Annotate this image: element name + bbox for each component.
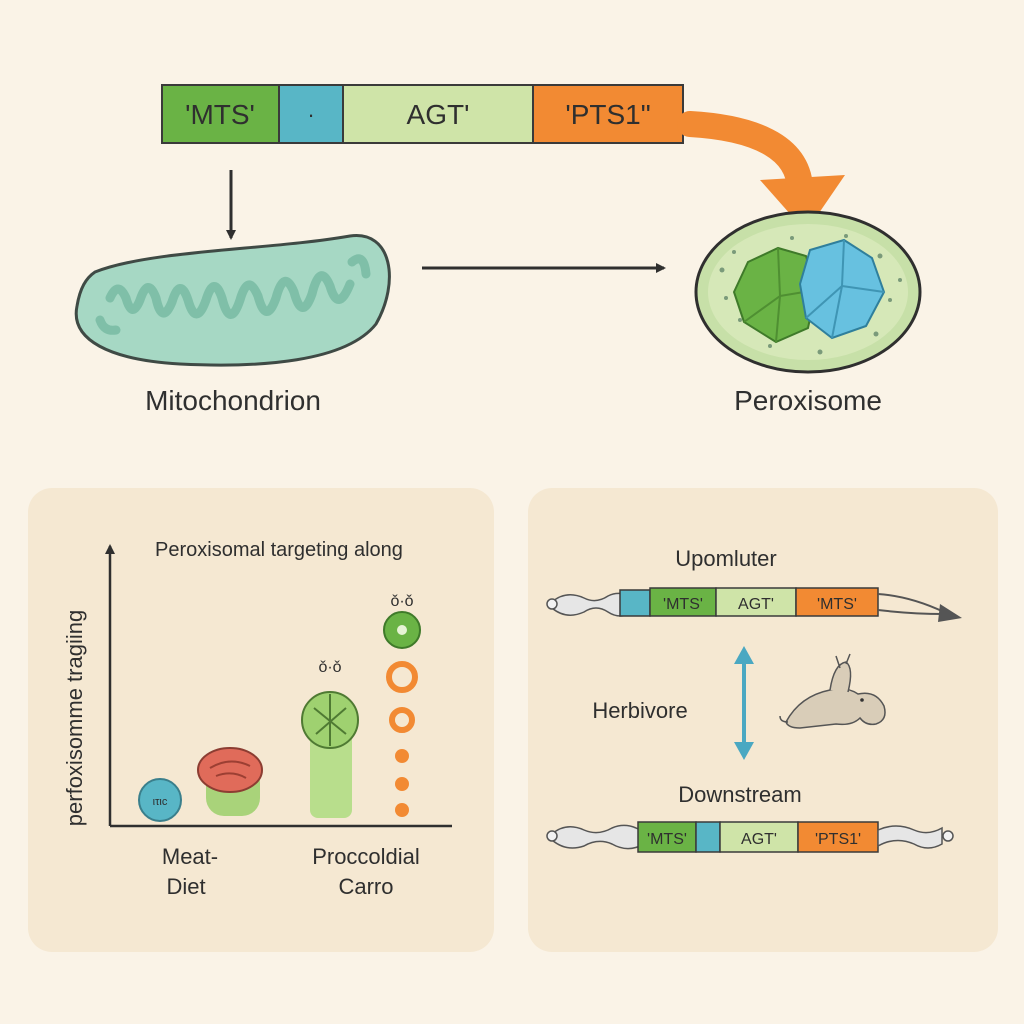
top-seg-agt-box bbox=[342, 84, 534, 144]
mitochondrion: Mitochondrion bbox=[74, 234, 391, 416]
double-arrow-icon bbox=[734, 646, 754, 760]
top-seg-agt-label: AGT' bbox=[407, 99, 470, 130]
blue-crystal bbox=[798, 238, 886, 340]
teal-marker: ιτιc bbox=[138, 778, 182, 822]
dots-label-1: ǒ·ǒ bbox=[318, 659, 341, 676]
upper-seg-mts-label: 'MTS' bbox=[663, 596, 703, 613]
peroxisome: Peroxisome bbox=[694, 210, 922, 416]
top-seg-linker-box bbox=[278, 84, 344, 144]
top-seg-mts-box bbox=[161, 84, 280, 144]
orange-dot-column: ǒ·ǒ bbox=[383, 593, 421, 817]
lower-seg-mts-label: 'MTS' bbox=[647, 831, 687, 848]
chart-panel: Peroxisomal targeting along perfoxisomme… bbox=[28, 488, 494, 952]
top-seg-mts-label: 'MTS' bbox=[185, 99, 255, 130]
upper-construct: 'MTS' AGT' 'MTS' bbox=[546, 587, 962, 622]
category-1-line2: Diet bbox=[166, 874, 205, 899]
chart-panel-bg bbox=[28, 488, 494, 952]
category-2-line2: Carro bbox=[338, 874, 393, 899]
meat-icon bbox=[197, 747, 263, 816]
mitochondrion-cristae bbox=[95, 254, 371, 335]
mitochondrion-label: Mitochondrion bbox=[145, 385, 321, 416]
upper-seg-agt-label: AGT' bbox=[738, 596, 774, 613]
gene-panel: Upomluter 'MTS' AGT' 'MTS' Herbivore bbox=[528, 488, 998, 952]
teal-marker-text: ιτιc bbox=[153, 796, 168, 808]
mitochondrion-body bbox=[74, 234, 391, 367]
peroxisome-speckles bbox=[719, 234, 902, 355]
curved-arrow-icon bbox=[677, 111, 845, 232]
lower-seg-agt-label: AGT' bbox=[741, 831, 777, 848]
top-seg-pts1-label: 'PTS1" bbox=[565, 99, 650, 130]
upper-label: Upomluter bbox=[675, 546, 776, 571]
category-2-line1: Proccoldial bbox=[312, 844, 420, 869]
peroxisome-label: Peroxisome bbox=[734, 385, 882, 416]
lower-seg-pts1-label: 'PTS1' bbox=[815, 831, 861, 848]
lower-construct: 'MTS' AGT' 'PTS1' bbox=[546, 821, 954, 853]
lower-label: Downstream bbox=[678, 782, 801, 807]
y-axis-label: perfoxisomme tragiing bbox=[62, 610, 87, 826]
upper-seg-mts2-label: 'MTS' bbox=[817, 596, 857, 613]
middle-label: Herbivore bbox=[592, 698, 687, 723]
chart-title: Peroxisomal targeting along bbox=[155, 539, 403, 561]
top-construct: 'MTS' · AGT' 'PTS1" bbox=[161, 84, 684, 144]
vegetable-bar: ǒ·ǒ bbox=[301, 659, 359, 818]
top-seg-linker-label: · bbox=[307, 102, 314, 127]
category-1-line1: Meat- bbox=[162, 844, 218, 869]
dots-label-2: ǒ·ǒ bbox=[390, 593, 413, 610]
animal-icon bbox=[779, 653, 886, 729]
